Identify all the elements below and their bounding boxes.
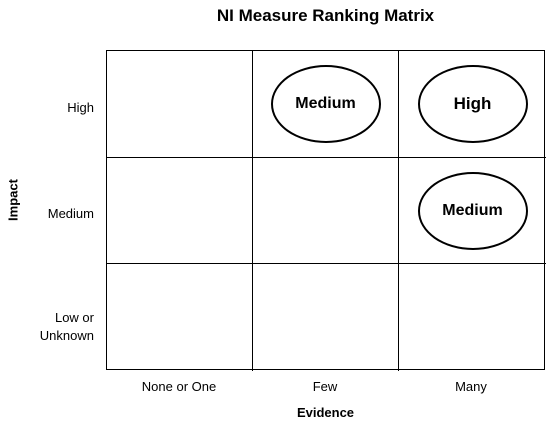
row-label-medium: Medium [47, 206, 94, 221]
cell-medium-many: Medium [399, 158, 546, 264]
rank-ellipse-medium-many: Medium [417, 171, 528, 250]
column-label-none-or-one: None or One [141, 379, 217, 394]
cell-low-few [253, 264, 399, 371]
column-label-few: Few [312, 379, 338, 394]
y-axis-label: Impact [5, 179, 21, 221]
column-label-many: Many [455, 379, 487, 394]
ranking-matrix-grid: Medium High Medium [106, 50, 546, 371]
row-label-low-or-unknown: Low or Unknown [40, 309, 94, 345]
row-label-line-2: Unknown [39, 328, 94, 343]
cell-low-none-or-one [107, 264, 253, 371]
x-axis-label: Evidence [296, 405, 355, 420]
cell-high-none-or-one [107, 51, 253, 158]
row-label-high: High [67, 100, 94, 115]
cell-low-many [399, 264, 546, 371]
rank-ellipse-high-few: Medium [270, 65, 381, 143]
cell-medium-none-or-one [107, 158, 253, 264]
row-label-line-1: Low or [54, 310, 94, 325]
rank-ellipse-high-many: High [417, 65, 528, 143]
cell-high-few: Medium [253, 51, 399, 158]
cell-high-many: High [399, 51, 546, 158]
cell-medium-few [253, 158, 399, 264]
matrix-title: NI Measure Ranking Matrix [216, 6, 435, 25]
